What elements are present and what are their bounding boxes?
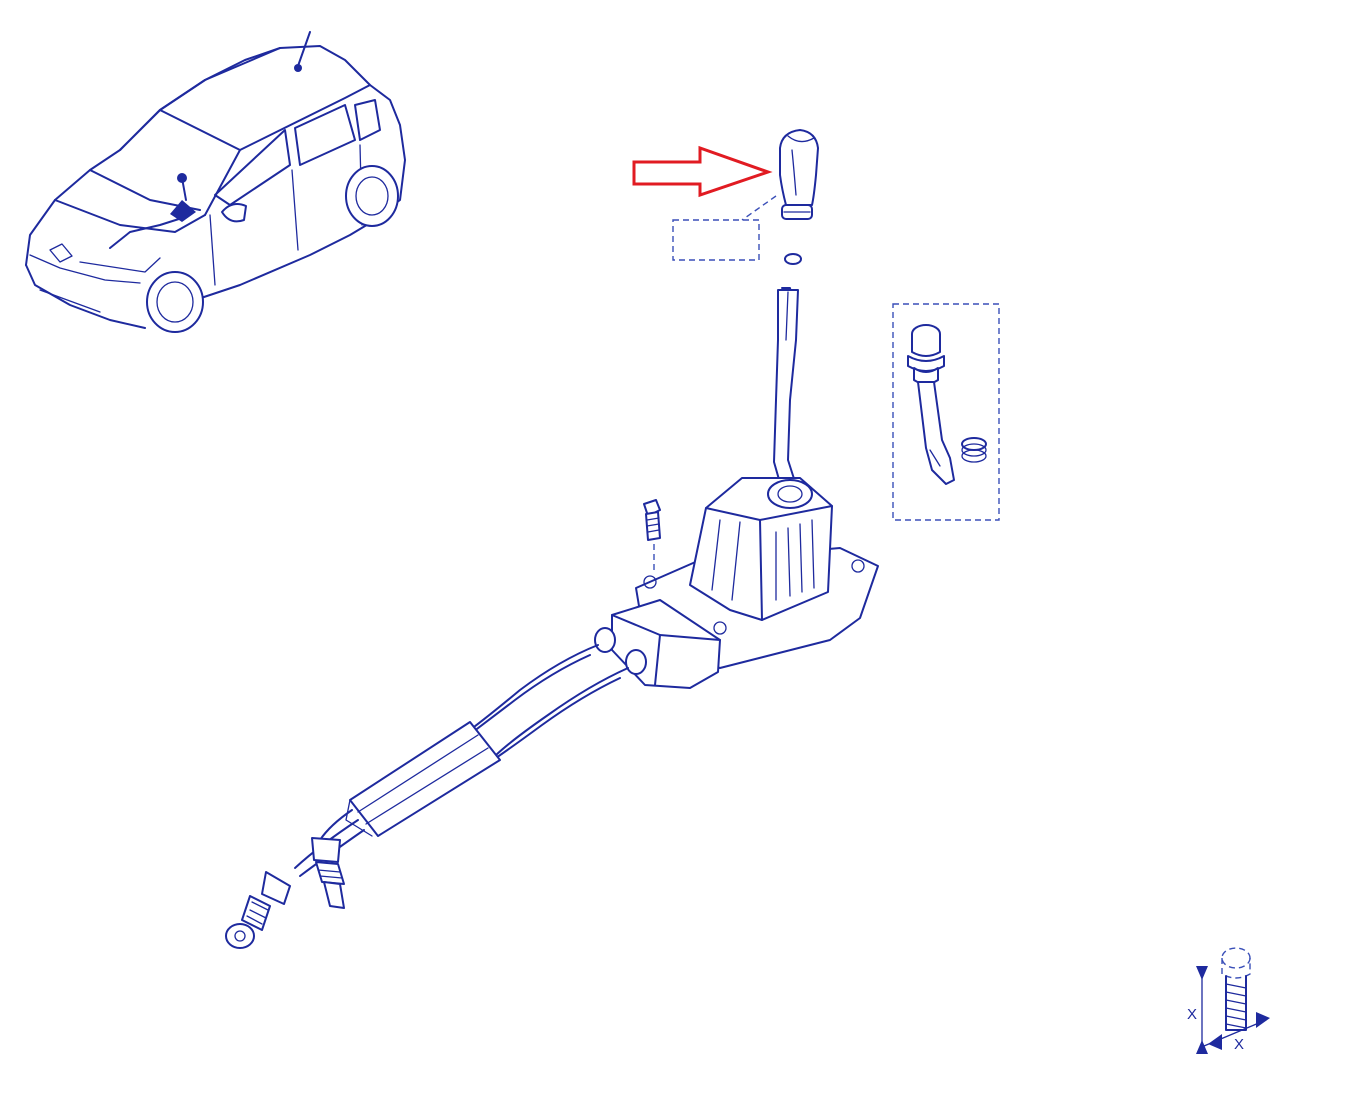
bolt-dimension-detail: X X bbox=[1187, 947, 1270, 1054]
knob-accessory-box bbox=[672, 219, 760, 261]
highlight-arrow bbox=[632, 145, 773, 198]
knob-reference-line bbox=[741, 195, 777, 221]
cable-end-fitting-right bbox=[311, 837, 345, 909]
mounting-screw bbox=[643, 499, 661, 572]
cable-end-fitting-left bbox=[225, 871, 291, 949]
dimension-label-horizontal: X bbox=[1234, 1036, 1244, 1053]
o-ring bbox=[784, 253, 802, 265]
lever-sleeve bbox=[907, 324, 955, 485]
spring-clip bbox=[961, 437, 987, 463]
shift-lever-rod bbox=[773, 287, 799, 491]
dimension-label-vertical: X bbox=[1187, 1006, 1197, 1023]
shift-cables bbox=[294, 644, 629, 877]
gear-knob bbox=[779, 129, 819, 220]
lever-detail-box bbox=[892, 303, 1000, 521]
car-locator-illustration bbox=[25, 31, 406, 333]
gearshift-housing bbox=[594, 477, 879, 689]
